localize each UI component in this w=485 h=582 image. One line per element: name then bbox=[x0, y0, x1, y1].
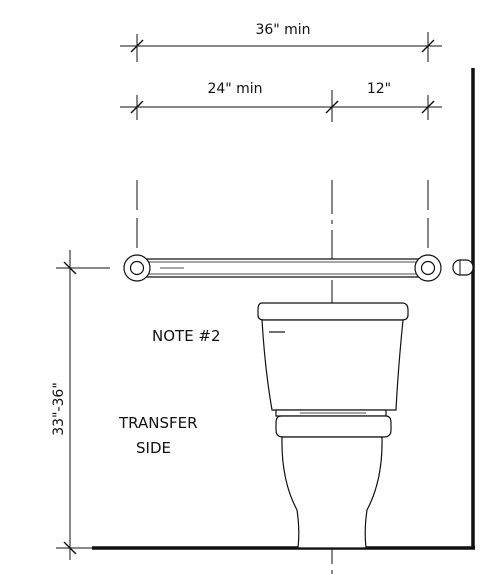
dimension-overall-width-label: 36" min bbox=[255, 22, 310, 38]
wall bbox=[92, 68, 475, 550]
toilet-tank-lid bbox=[257, 302, 409, 321]
dimension-overall-width: 36" min bbox=[120, 22, 442, 62]
toilet-tank bbox=[261, 319, 404, 411]
dimension-wall-label: 12" bbox=[367, 81, 391, 97]
transfer-label-line2: SIDE bbox=[136, 439, 171, 457]
dimension-offsets: 24" min 12" bbox=[120, 81, 442, 122]
wall-fixture bbox=[452, 259, 474, 276]
transfer-label-line1: TRANSFER bbox=[118, 414, 198, 432]
note-label: NOTE #2 bbox=[152, 327, 221, 345]
toilet bbox=[257, 302, 409, 549]
toilet-pedestal bbox=[281, 436, 383, 549]
dimension-bar-height: 33"-36" bbox=[51, 250, 110, 560]
toilet-bowl bbox=[275, 415, 392, 438]
dimension-centerline-label: 24" min bbox=[207, 81, 262, 97]
grab-bar bbox=[123, 254, 442, 282]
dimension-bar-height-label: 33"-36" bbox=[51, 382, 67, 436]
extension-lines bbox=[136, 180, 429, 252]
